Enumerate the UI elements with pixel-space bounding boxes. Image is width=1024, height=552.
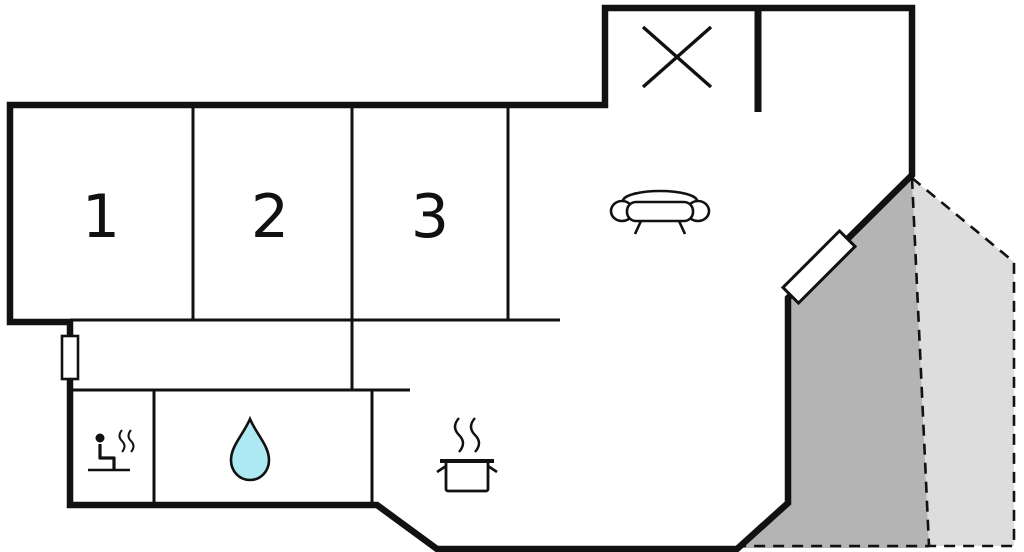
sofa-icon — [609, 189, 711, 235]
cooking-pot-icon — [436, 417, 498, 493]
room-2-label: 2 — [251, 182, 289, 252]
x-cross-icon — [641, 25, 713, 89]
room-3-label: 3 — [411, 182, 449, 252]
door-marker — [780, 228, 858, 306]
terrace — [737, 176, 1016, 548]
sauna-icon — [88, 429, 135, 472]
room-1-label: 1 — [82, 182, 120, 252]
terrace-dashed-divider — [910, 177, 931, 547]
terrace-dashed-outline — [737, 176, 1016, 548]
terrace-open-area — [912, 178, 1014, 546]
interior-walls — [70, 105, 560, 505]
water-drop-icon — [229, 415, 271, 482]
window-marker — [60, 334, 80, 381]
terrace-covered-area — [739, 178, 929, 548]
